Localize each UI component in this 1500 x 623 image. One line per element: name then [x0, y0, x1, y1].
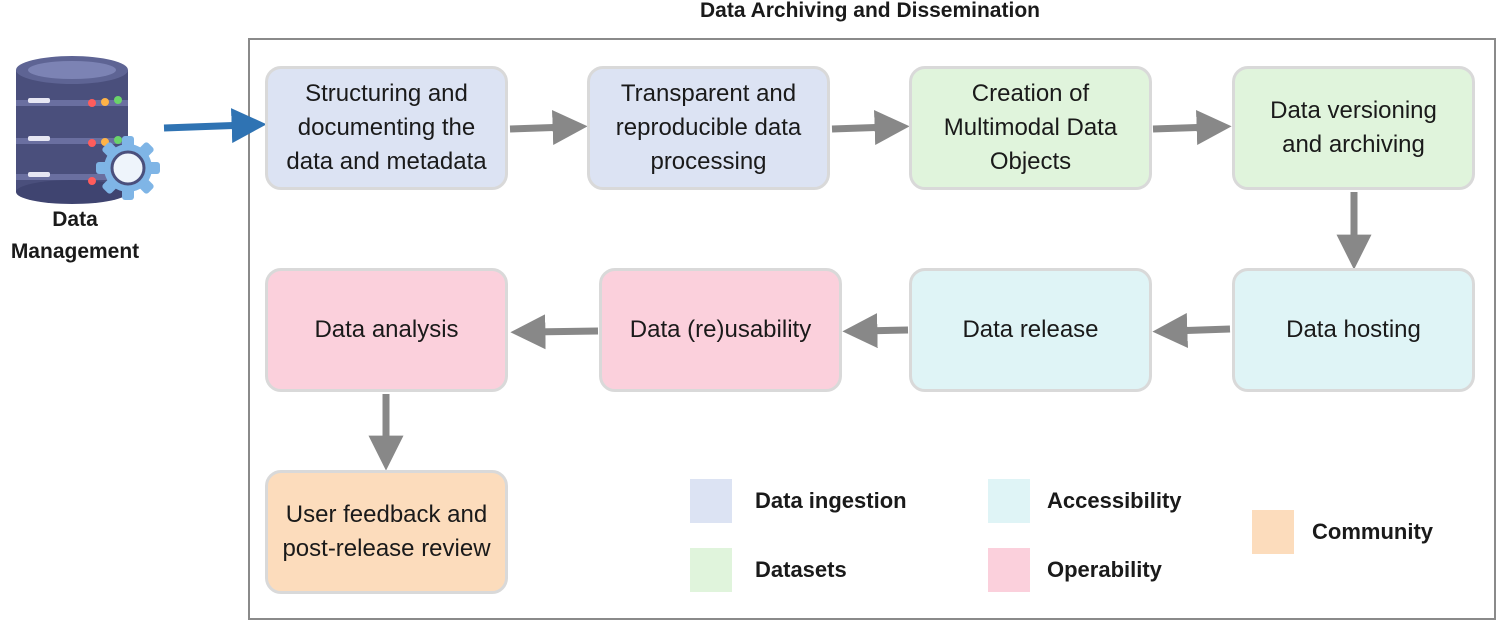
arrow-reusability-to-analysis: [510, 314, 599, 350]
legend-swatch-community: [1252, 510, 1294, 554]
arrow-processing-to-creation: [831, 110, 910, 146]
arrow-creation-to-versioning: [1152, 110, 1232, 146]
step-release: Data release: [909, 268, 1152, 392]
legend-swatch-operability: [988, 548, 1030, 592]
legend-label-datasets: Datasets: [755, 557, 847, 582]
step-reusability: Data (re)usability: [599, 268, 842, 392]
legend-swatch-datasets: [690, 548, 732, 592]
step-feedback: User feedback and post-release review: [265, 470, 508, 594]
step-structuring: Structuring and documenting the data and…: [265, 66, 508, 190]
step-hosting: Data hosting: [1232, 268, 1475, 392]
step-analysis: Data analysis: [265, 268, 508, 392]
step-versioning: Data versioning and archiving: [1232, 66, 1475, 190]
arrow-release-to-reusability: [842, 313, 909, 349]
data-management-label: Data Management: [10, 208, 140, 263]
legend-label-operability: Operability: [1047, 557, 1162, 582]
arrow-structuring-to-processing: [509, 110, 588, 146]
legend-label-accessibility: Accessibility: [1047, 488, 1182, 513]
step-creation: Creation of Multimodal Data Objects: [909, 66, 1152, 190]
legend-swatch-accessibility: [988, 479, 1030, 523]
legend-label-ingestion: Data ingestion: [755, 488, 907, 513]
database-gear-icon: [16, 56, 160, 204]
step-processing: Transparent and reproducible data proces…: [587, 66, 830, 190]
diagram-title: Data Archiving and Dissemination: [700, 0, 1040, 22]
arrow-source-to-structuring: [163, 108, 267, 144]
archiving-frame: [248, 38, 1496, 620]
legend-swatch-ingestion: [690, 479, 732, 523]
legend-label-community: Community: [1312, 519, 1433, 544]
arrow-hosting-to-release: [1152, 312, 1231, 348]
